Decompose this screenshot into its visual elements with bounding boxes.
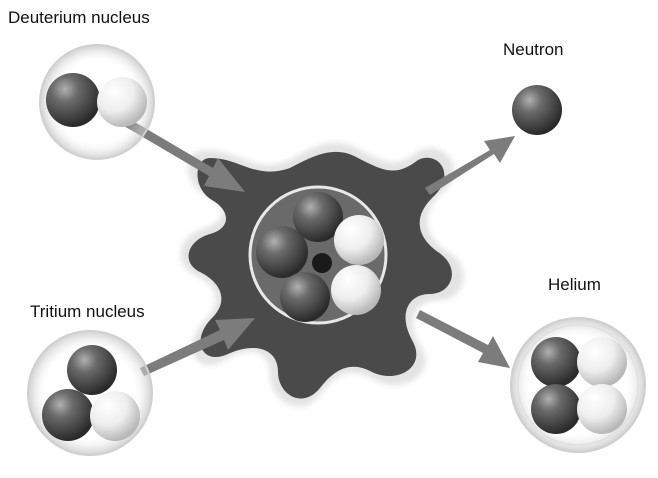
tritium-proton-bottom (42, 389, 94, 441)
core-proton-bottom (280, 272, 330, 322)
arrow-to-helium (416, 310, 510, 368)
neutron-label: Neutron (503, 40, 563, 60)
helium-proton-top (531, 337, 581, 387)
deuterium-proton (46, 73, 100, 127)
fusion-core (250, 187, 386, 323)
deuterium-neutron (97, 77, 147, 127)
deuterium-label: Deuterium nucleus (8, 8, 150, 28)
tritium-neutron (90, 391, 140, 441)
tritium-label: Tritium nucleus (30, 302, 145, 322)
tritium-nucleus (28, 331, 152, 455)
core-center (312, 253, 332, 273)
helium-neutron-bottom (577, 384, 627, 434)
core-neutron-right (334, 215, 384, 265)
helium-halo (511, 318, 645, 452)
core-proton-left (256, 226, 308, 278)
helium-label: Helium (548, 275, 601, 295)
tritium-proton-top (67, 345, 117, 395)
helium-proton-bottom (531, 384, 581, 434)
deuterium-nucleus (40, 45, 154, 159)
core-neutron-bottom-right (331, 265, 381, 315)
free-particle (512, 85, 562, 135)
helium-neutron-top (577, 337, 627, 387)
helium-nucleus (511, 318, 645, 452)
free-particle-ball (512, 85, 562, 135)
